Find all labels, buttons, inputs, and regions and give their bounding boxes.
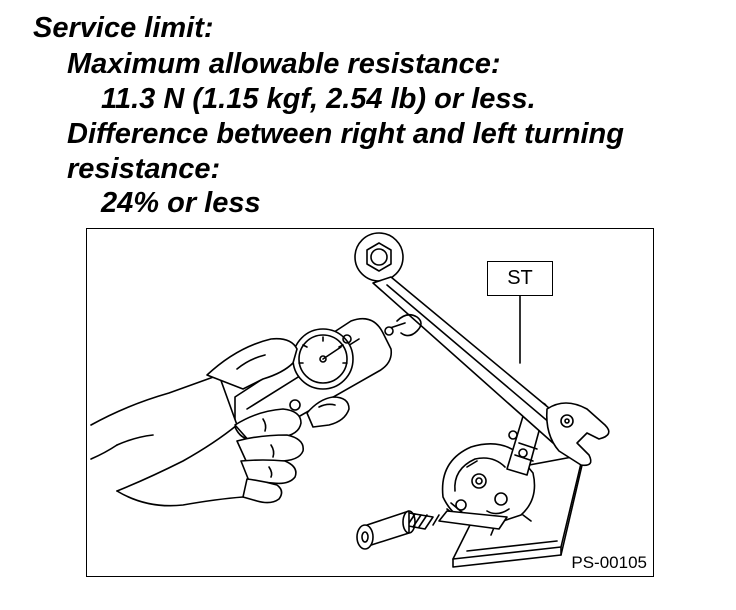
technical-illustration [90,232,610,568]
illustration-frame: ST PS-00105 [86,228,654,577]
gauge-hook [384,313,422,337]
st-callout-label: ST [487,261,553,296]
difference-value: 24% or less [101,187,261,219]
max-resistance-value: 11.3 N (1.15 kgf, 2.54 lb) or less. [101,83,536,115]
max-resistance-label: Maximum allowable resistance: [67,48,501,80]
spec-heading: Service limit: [33,12,214,44]
difference-label-line1: Difference between right and left turnin… [67,118,624,150]
special-tool-wrench [354,232,610,467]
difference-label-line2: resistance: [67,153,221,185]
hand-illustration [90,337,350,507]
figure-code: PS-00105 [571,553,647,572]
